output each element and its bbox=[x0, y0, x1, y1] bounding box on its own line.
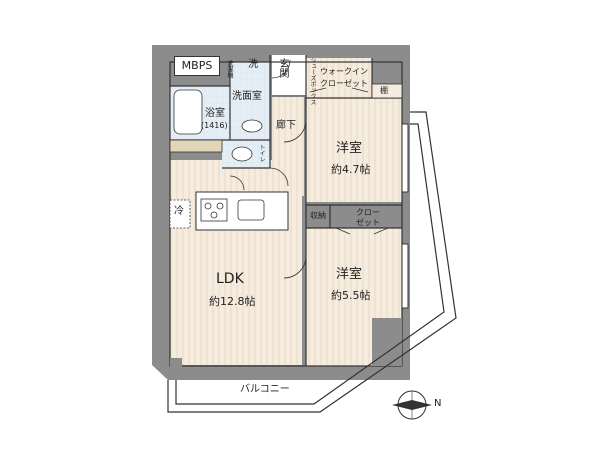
shelf-box bbox=[371, 83, 403, 99]
washbasin-icon bbox=[241, 119, 263, 133]
bedroom1-size: 約4.7帖 bbox=[331, 163, 371, 176]
toilet-icon bbox=[231, 146, 253, 162]
kitchen-cabinet bbox=[169, 139, 223, 153]
fridge-label: 冷 bbox=[174, 206, 184, 217]
stove-icon bbox=[200, 198, 228, 222]
walkin-floor bbox=[306, 58, 372, 98]
closet-label-2: ゼット bbox=[356, 218, 380, 227]
bedroom2-size: 約5.5帖 bbox=[331, 289, 371, 302]
ldk-wall-bottom bbox=[170, 358, 182, 368]
walkin-closet-label-1: ウォークイン bbox=[320, 67, 368, 76]
bedroom1-name: 洋室 bbox=[336, 141, 363, 156]
washer-space-label: 洗濯機 bbox=[226, 60, 233, 78]
mbps-label: MBPS bbox=[174, 56, 220, 76]
bedroom2-name: 洋室 bbox=[336, 267, 363, 282]
entrance-label: 玄関 bbox=[277, 58, 288, 78]
hallway-floor bbox=[272, 96, 304, 196]
sink-icon bbox=[237, 199, 265, 221]
hallway-label: 廊下 bbox=[276, 120, 296, 131]
compass-icon bbox=[392, 390, 432, 420]
closet-label-1: クロー bbox=[356, 208, 380, 217]
ldk-name: LDK bbox=[216, 271, 244, 287]
bath-label: 浴室 bbox=[205, 108, 225, 119]
door-swings bbox=[229, 59, 307, 279]
bedroom2-wall-block bbox=[372, 318, 402, 366]
bathtub-icon bbox=[173, 89, 203, 135]
closet-doors bbox=[309, 87, 389, 235]
walkin-closet-label-2: クローゼット bbox=[320, 79, 368, 88]
washer-label: 洗 bbox=[248, 59, 258, 70]
ldk-size: 約12.8帖 bbox=[209, 295, 256, 308]
storage-label: 収納 bbox=[310, 211, 326, 220]
compass-n-label: N bbox=[434, 398, 442, 409]
toilet-label: トイレ bbox=[258, 144, 265, 162]
balcony-label: バルコニー bbox=[240, 384, 290, 395]
balcony-outline bbox=[167, 111, 457, 413]
fridge-box bbox=[169, 199, 191, 229]
shoe-box-label: シューズボックス bbox=[309, 57, 316, 105]
bedroom1-floor bbox=[306, 98, 402, 202]
windows bbox=[401, 123, 409, 309]
bath-size-label: (1416) bbox=[201, 121, 228, 130]
shelf-label: 棚 bbox=[380, 86, 388, 95]
washroom-label: 洗面室 bbox=[232, 91, 262, 102]
